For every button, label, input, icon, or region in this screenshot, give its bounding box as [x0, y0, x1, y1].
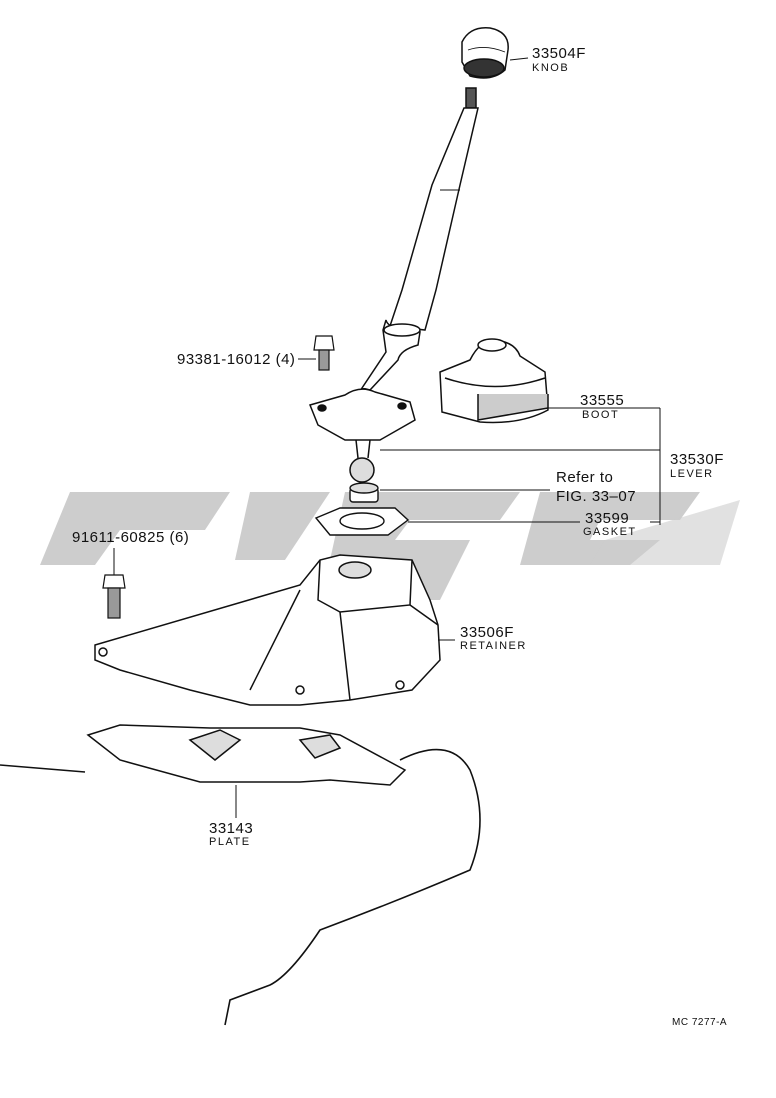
lever-part-name: LEVER	[670, 468, 714, 480]
transmission-housing-outline	[0, 748, 481, 1026]
plate-part	[86, 724, 407, 786]
knob-part-name: KNOB	[532, 62, 570, 74]
retainer-part	[94, 554, 441, 706]
figure-code: MC 7277-A	[672, 1017, 728, 1028]
reference-line-2: FIG. 33–07	[556, 488, 637, 505]
bolt-91611-part	[102, 574, 126, 619]
bolt-93381-part-number: 93381-16012 (4)	[177, 351, 296, 368]
lever-part	[308, 87, 479, 483]
plate-part-number: 33143	[209, 820, 254, 837]
knob-part	[461, 27, 509, 79]
reference-line-1: Refer to	[556, 469, 614, 486]
gasket-part	[314, 507, 410, 536]
plate-part-name: PLATE	[209, 836, 251, 848]
retainer-part-name: RETAINER	[460, 640, 527, 652]
boot-part-number: 33555	[580, 392, 625, 409]
retainer-part-number: 33506F	[460, 624, 514, 641]
leader-lines	[113, 57, 661, 818]
gasket-part-name: GASKET	[583, 526, 637, 538]
lever-part-number: 33530F	[670, 451, 724, 468]
bolt-93381-part	[313, 335, 335, 371]
boot-part	[439, 338, 549, 424]
bolt-91611-part-number: 91611-60825 (6)	[72, 529, 190, 546]
boot-part-name: BOOT	[582, 409, 620, 421]
knob-part-number: 33504F	[532, 45, 586, 62]
bushing-part	[349, 482, 379, 503]
gasket-part-number: 33599	[585, 510, 630, 527]
